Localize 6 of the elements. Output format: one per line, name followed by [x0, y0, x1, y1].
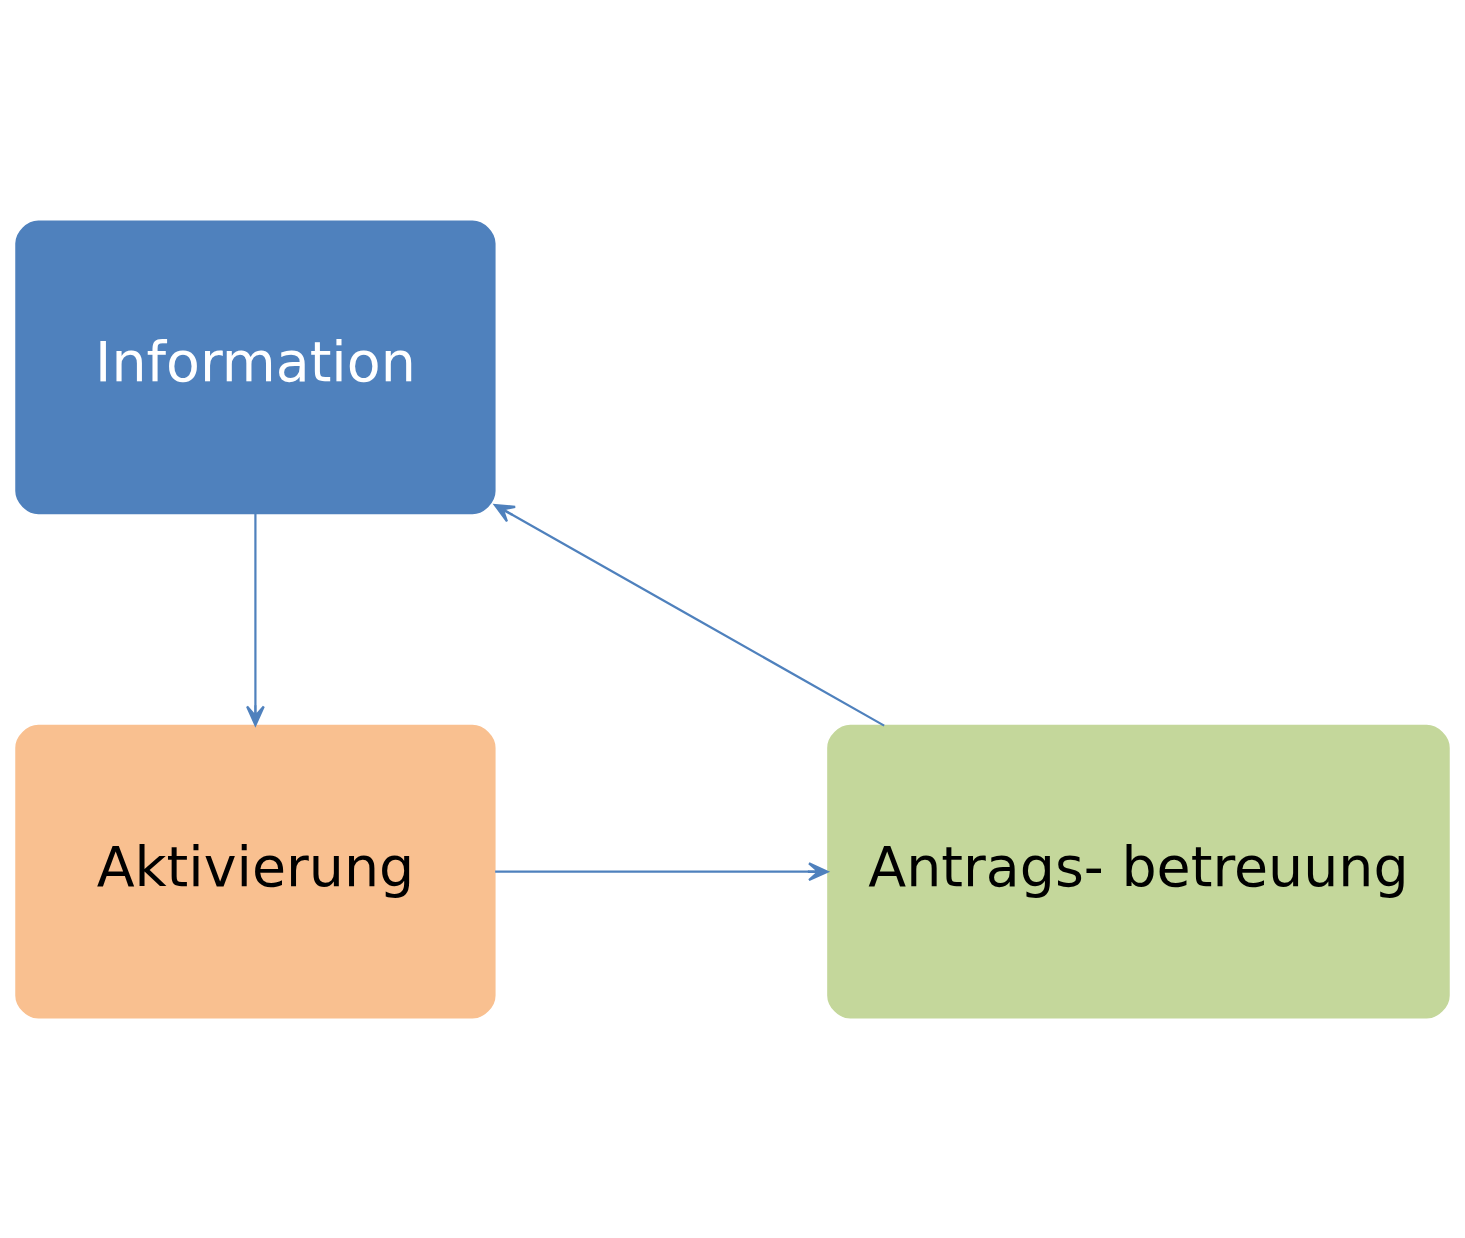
- node-box: Information: [15, 219, 496, 514]
- node-box: Antrags- betreuung: [827, 724, 1450, 1019]
- arrow: [493, 503, 885, 727]
- arrow: [495, 861, 829, 881]
- node-box: Aktivierung: [15, 724, 496, 1019]
- arrow: [246, 512, 265, 726]
